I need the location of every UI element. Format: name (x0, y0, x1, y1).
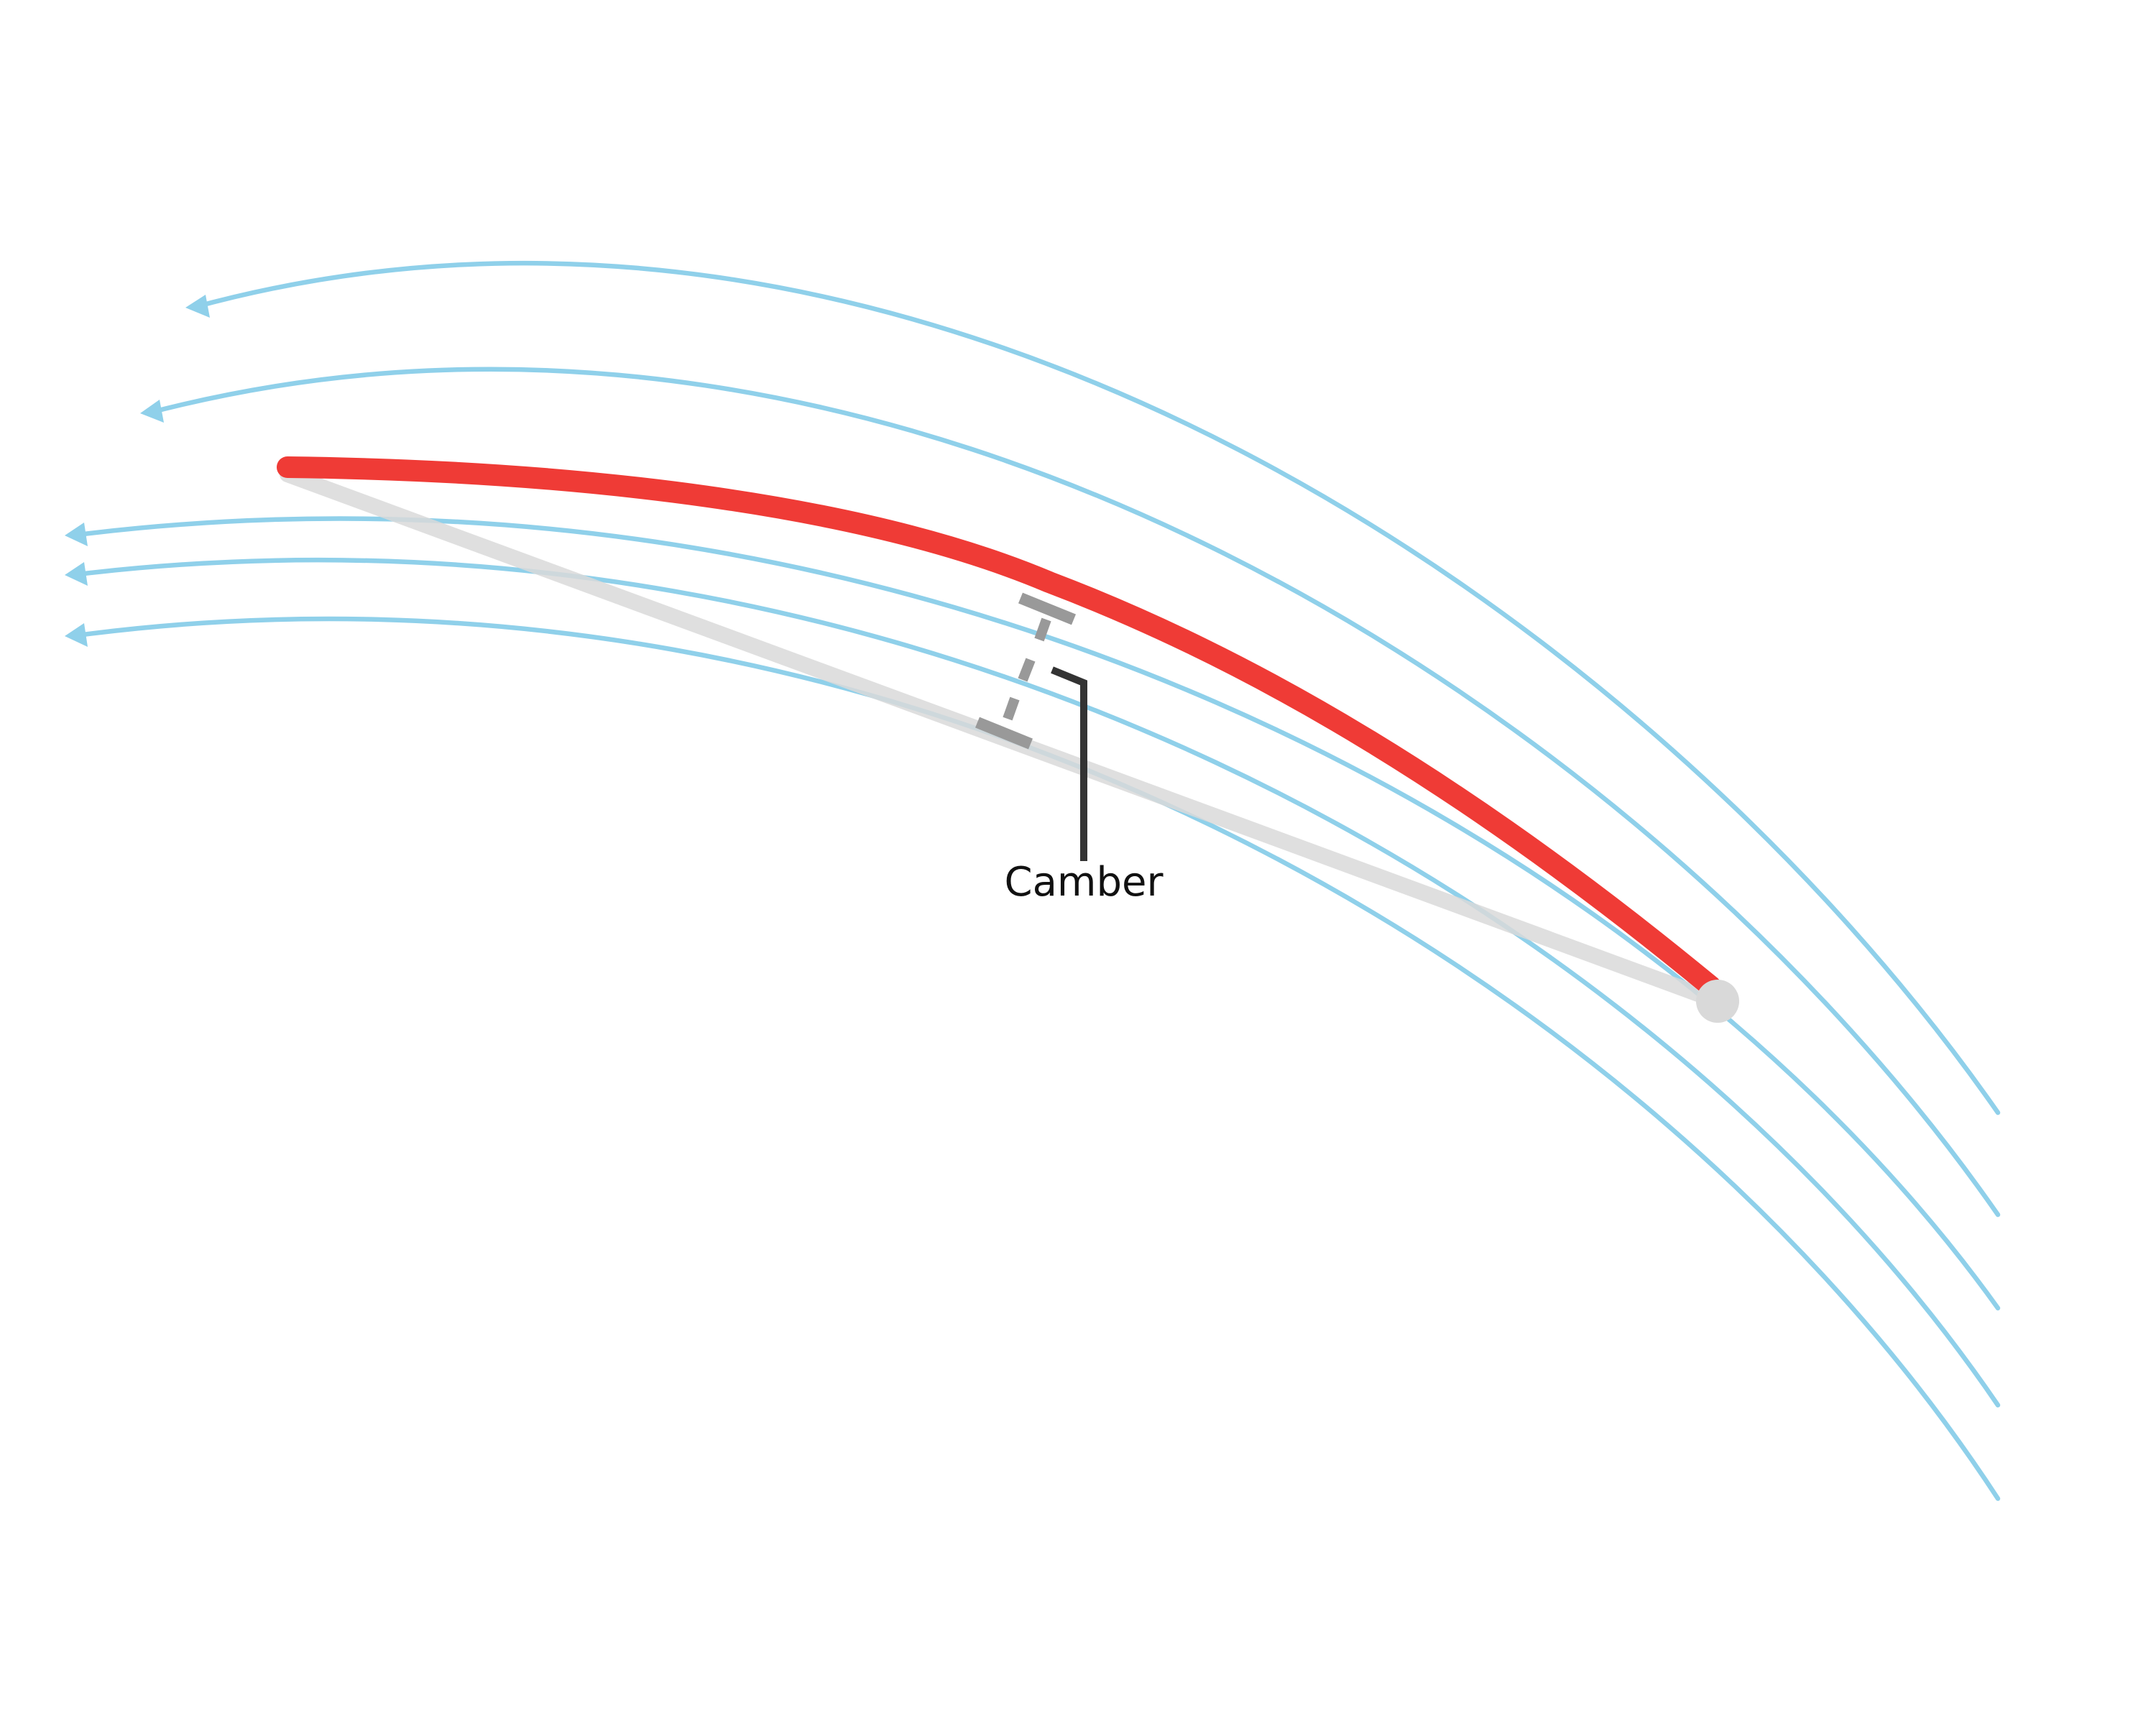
streamline-2-arrow-icon (140, 400, 164, 423)
streamline-1-arrow-icon (185, 295, 210, 318)
camber-bottom-tick (975, 717, 1033, 750)
streamline-4 (69, 558, 2001, 1408)
streamline-5-arrow-icon (65, 623, 88, 647)
camber-dash-3 (1003, 696, 1020, 721)
streamline-3 (69, 516, 2001, 1311)
camber-top-tick (1018, 592, 1077, 625)
camber-label: Camber (1005, 859, 1164, 906)
streamline-3-arrow-icon (65, 523, 88, 546)
camber-dimension (975, 592, 1077, 750)
camber-line (277, 456, 1721, 997)
streamline-5 (69, 616, 2001, 1501)
trailing-edge-dot (1696, 980, 1739, 1023)
streamline-1 (190, 261, 2001, 1116)
camber-leader-line (1051, 666, 1087, 861)
airflow-streamlines (65, 261, 2001, 1501)
camber-dash-1 (1034, 617, 1051, 642)
streamline-4-arrow-icon (65, 562, 88, 586)
camber-dash-2 (1018, 658, 1036, 682)
streamline-2 (144, 367, 2001, 1218)
